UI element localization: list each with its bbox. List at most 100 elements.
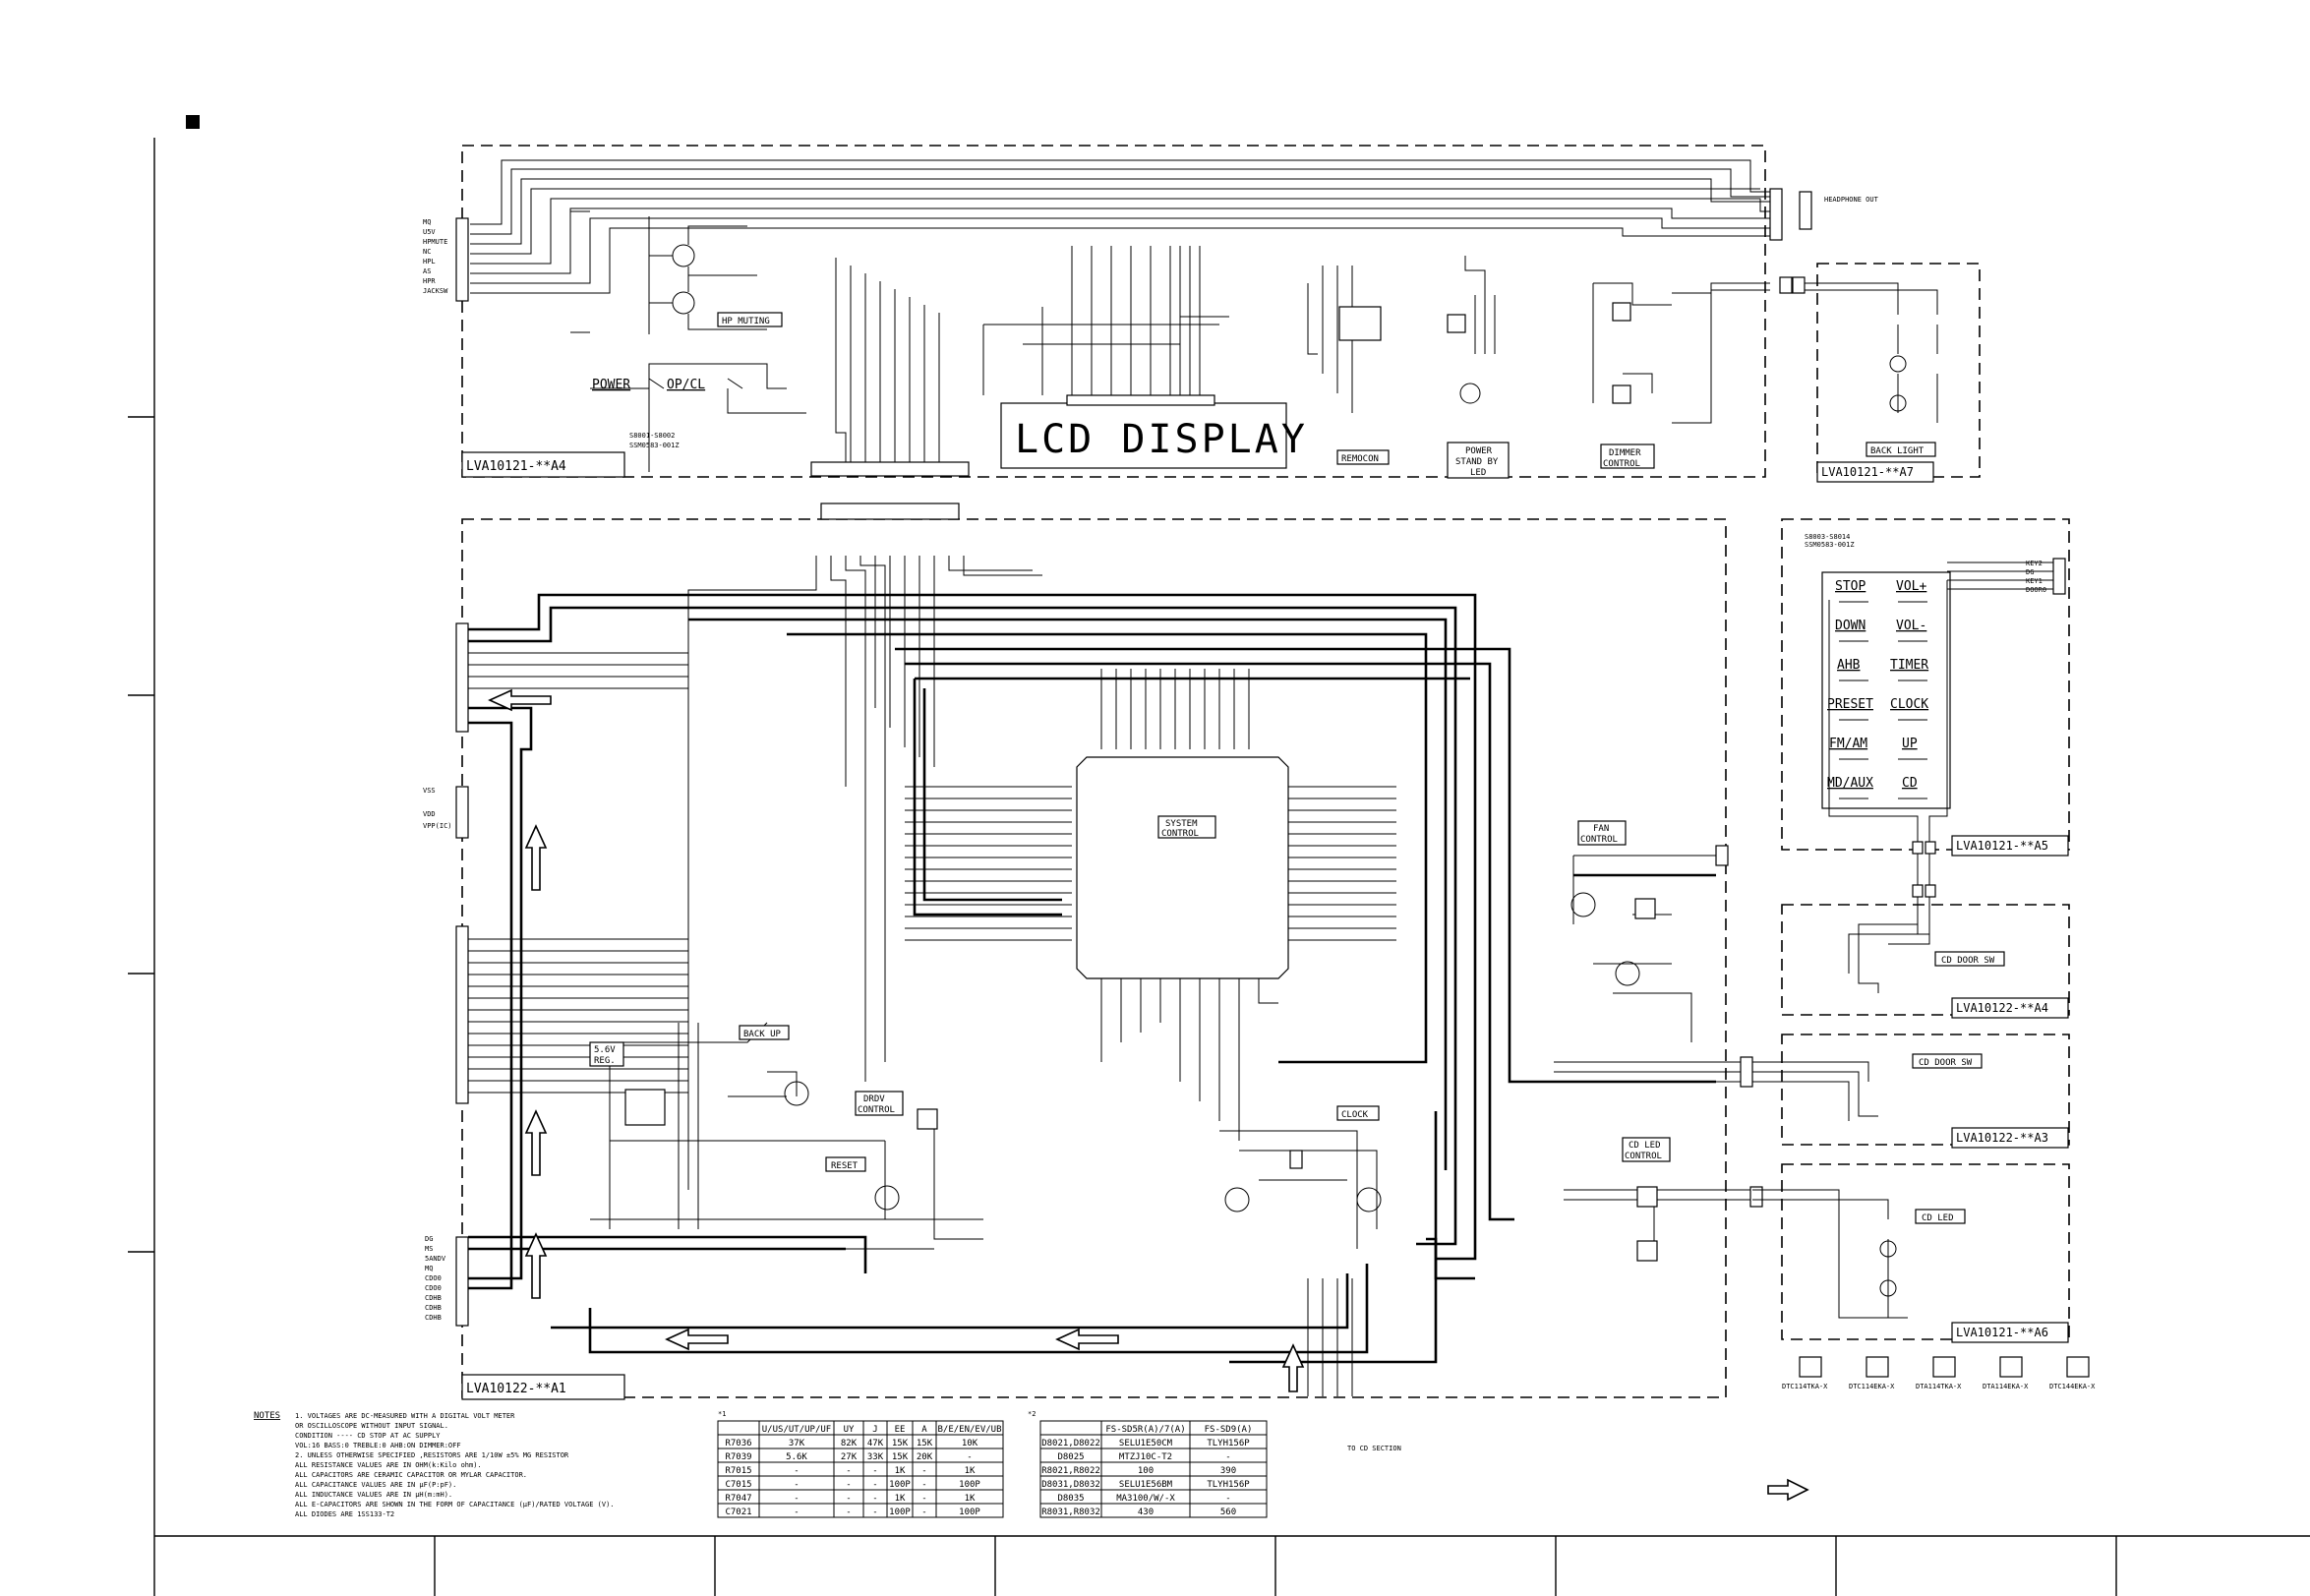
- table1-cell: -: [846, 1480, 851, 1490]
- svg-text:MS: MS: [425, 1245, 433, 1253]
- key-preset: PRESET: [1827, 697, 1873, 712]
- table2-cell: -: [1225, 1452, 1230, 1462]
- table1-cell: 1K: [895, 1466, 906, 1476]
- standby-transistor: [1447, 314, 1466, 333]
- svg-text:VPP(IC): VPP(IC): [423, 822, 452, 830]
- svg-text:ALL CAPACITORS ARE CERAMIC CAP: ALL CAPACITORS ARE CERAMIC CAPACITOR OR …: [295, 1471, 527, 1479]
- key-clock: CLOCK: [1890, 697, 1928, 712]
- back-light-led-1: [1889, 355, 1907, 373]
- hp-muting-box: [717, 312, 783, 327]
- lcd-display-box: [1000, 402, 1287, 469]
- svg-text:CONDITION ---- CD STOP AT AC S: CONDITION ---- CD STOP AT AC SUPPLY: [295, 1432, 441, 1440]
- svg-text:ALL INDUCTANCE VALUES ARE IN μ: ALL INDUCTANCE VALUES ARE IN μH(m:mH).: [295, 1491, 452, 1499]
- drdv-label-2: CONTROL: [858, 1105, 895, 1115]
- power-standby-box: [1447, 442, 1510, 479]
- cd-led-1: [1879, 1240, 1897, 1258]
- svg-text:DTC144EKA-X: DTC144EKA-X: [2049, 1383, 2096, 1390]
- table1-cell: -: [794, 1507, 799, 1517]
- svg-text:CDHB: CDHB: [425, 1314, 442, 1322]
- cd-led-control-label-2: CONTROL: [1625, 1152, 1662, 1161]
- system-control-box: [1157, 815, 1216, 839]
- svg-text:VOL:16 BASS:0 TREBLE:0 AHB:ON: VOL:16 BASS:0 TREBLE:0 AHB:ON DIMMER:OFF: [295, 1442, 461, 1449]
- table1-cell: 10K: [962, 1439, 978, 1448]
- cd-door-sw-box-1: [1934, 951, 2005, 967]
- back-light-led-2: [1889, 394, 1907, 412]
- fan-transistor-3: [1634, 898, 1656, 919]
- svg-text:NC: NC: [423, 248, 431, 256]
- table1-cell: 15K: [892, 1452, 909, 1462]
- switch-range-top: S8001-S8002: [629, 432, 675, 440]
- back-up-transistor: [784, 1081, 809, 1106]
- svg-text:OR OSCILLOSCOPE WITHOUT INPUT: OR OSCILLOSCOPE WITHOUT INPUT SIGNAL.: [295, 1422, 448, 1430]
- back-up-label: BACK UP: [743, 1030, 782, 1039]
- table1-cell: -: [921, 1480, 926, 1490]
- table1-cell: -: [872, 1480, 877, 1490]
- table1-cell: 100P: [889, 1507, 911, 1517]
- board-b3-outline: [1781, 1034, 2070, 1146]
- table2-cell: R8021,R8022: [1041, 1466, 1100, 1476]
- fan-control-box: [1577, 820, 1627, 846]
- back-up-box: [739, 1025, 790, 1040]
- svg-text:DG: DG: [2026, 568, 2034, 576]
- key-ahb: AHB: [1837, 658, 1861, 673]
- svg-text:MQ: MQ: [425, 1265, 433, 1272]
- cd-door-sw-label-1: CD DOOR SW: [1941, 956, 1995, 966]
- key-cd: CD: [1902, 776, 1918, 791]
- table1-cell: -: [846, 1494, 851, 1504]
- table1-cell: -: [846, 1507, 851, 1517]
- table1-cell: 100P: [959, 1480, 980, 1490]
- table2-cell: MTZJ10C-T2: [1119, 1452, 1172, 1462]
- signal-arrows: [488, 688, 1809, 1502]
- table1-cell: C7021: [725, 1507, 751, 1517]
- key-board-wiring: [1828, 562, 2053, 974]
- svg-text:*1: *1: [718, 1410, 726, 1418]
- drdv-transistor: [917, 1108, 938, 1130]
- svg-text:DTA114EKA-X: DTA114EKA-X: [1983, 1383, 2029, 1390]
- system-control-ic: [1076, 756, 1289, 979]
- lcd-pin-header: [1066, 394, 1215, 406]
- table1-cell: 100P: [959, 1507, 980, 1517]
- cd-led-2: [1879, 1279, 1897, 1297]
- fan-transistor-2: [1615, 961, 1640, 986]
- table1-cell: -: [794, 1494, 799, 1504]
- table2-cell: FS-SD9(A): [1205, 1425, 1253, 1435]
- reset-box: [825, 1156, 866, 1172]
- svg-text:CDO0: CDO0: [425, 1284, 442, 1292]
- op-cl-switch-label: OP/CL: [667, 378, 705, 392]
- table1-cell: 20K: [917, 1452, 933, 1462]
- cd-door-sw-box-2: [1912, 1053, 1983, 1069]
- board-b4-outline: [1781, 904, 2070, 1016]
- table2-cell: 100: [1138, 1466, 1154, 1476]
- board-a6-outline: [1781, 1163, 2070, 1340]
- remocon-box: [1336, 449, 1390, 465]
- cd-led-transistor-1: [1636, 1186, 1658, 1208]
- up-arrow-4: [1281, 1343, 1305, 1392]
- table2-cell: D8031,D8032: [1041, 1480, 1100, 1490]
- svg-text:DTC114EKA-X: DTC114EKA-X: [1849, 1383, 1895, 1390]
- key-up: UP: [1902, 737, 1918, 751]
- table2-cell: 430: [1138, 1507, 1154, 1517]
- dimmer-label-2: CONTROL: [1603, 459, 1640, 469]
- up-arrow-3: [524, 1232, 548, 1299]
- table1-cell: 15K: [917, 1439, 933, 1448]
- power-standby-label-3: LED: [1470, 468, 1486, 478]
- svg-text:DTC114TKA-X: DTC114TKA-X: [1782, 1383, 1828, 1390]
- table2-cell: SELU1E50CM: [1119, 1439, 1173, 1448]
- cd-door-wiring: [1752, 897, 1930, 1319]
- board-label-a1: LVA10122-**A1: [466, 1382, 566, 1396]
- svg-text:2. UNLESS OTHERWISE SPECIFIED: 2. UNLESS OTHERWISE SPECIFIED ,RESISTORS…: [295, 1451, 569, 1459]
- svg-text:CDHB: CDHB: [425, 1294, 442, 1302]
- svg-text:U5V: U5V: [423, 228, 436, 236]
- headphone-out-label: HEADPHONE OUT: [1824, 196, 1879, 204]
- table1-cell: -: [921, 1494, 926, 1504]
- table1-cell: J: [872, 1425, 877, 1435]
- table1-cell: -: [921, 1466, 926, 1476]
- table1-cell: -: [872, 1466, 877, 1476]
- notes-title: NOTES: [254, 1411, 280, 1421]
- svg-text:1. VOLTAGES ARE DC-MEASURED WI: 1. VOLTAGES ARE DC-MEASURED WITH A DIGIT…: [295, 1412, 515, 1420]
- table2-cell: MA3100/W/-X: [1116, 1494, 1175, 1504]
- regulator-label-1: 5.6V: [594, 1045, 616, 1055]
